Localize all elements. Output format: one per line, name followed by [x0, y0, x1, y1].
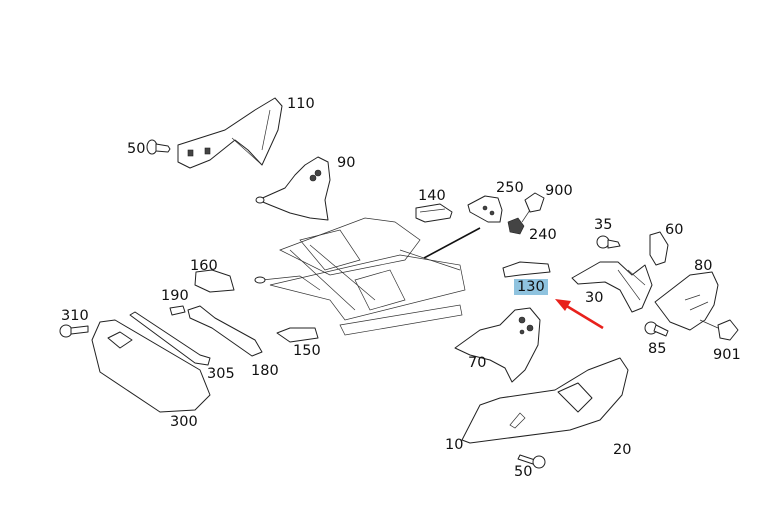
label-30[interactable]: 30: [585, 290, 604, 306]
label-110[interactable]: 110: [287, 96, 315, 112]
part-85-bolt[interactable]: [644, 321, 669, 337]
label-300[interactable]: 300: [170, 414, 198, 430]
pointer-arrow: [555, 299, 604, 330]
label-160[interactable]: 160: [190, 258, 218, 274]
part-310-bolt[interactable]: [59, 324, 89, 338]
label-310[interactable]: 310: [61, 308, 89, 324]
label-140[interactable]: 140: [418, 188, 446, 204]
label-60[interactable]: 60: [665, 222, 684, 238]
part-300[interactable]: [91, 319, 211, 413]
label-70[interactable]: 70: [468, 355, 487, 371]
label-50-bottom[interactable]: 50: [514, 464, 533, 480]
label-190[interactable]: 190: [161, 288, 189, 304]
part-110[interactable]: [177, 97, 283, 169]
part-seat-frame: [254, 217, 466, 336]
part-140[interactable]: [415, 203, 453, 223]
label-130-highlighted[interactable]: 130: [514, 279, 548, 295]
label-250[interactable]: 250: [496, 180, 524, 196]
part-180[interactable]: [187, 305, 263, 357]
label-85[interactable]: 85: [648, 341, 667, 357]
label-10[interactable]: 10: [445, 437, 464, 453]
part-60[interactable]: [649, 231, 669, 266]
part-130[interactable]: [502, 261, 551, 278]
label-900[interactable]: 900: [545, 183, 573, 199]
label-35[interactable]: 35: [594, 217, 613, 233]
part-901[interactable]: [699, 319, 739, 341]
label-50-top[interactable]: 50: [127, 141, 146, 157]
part-190[interactable]: [169, 305, 186, 316]
part-50-screw-top[interactable]: [146, 139, 171, 155]
part-10-20-side-trim[interactable]: [461, 357, 629, 444]
part-70[interactable]: [454, 307, 541, 383]
part-150[interactable]: [276, 327, 319, 343]
label-20[interactable]: 20: [613, 442, 632, 458]
part-250[interactable]: [467, 195, 503, 223]
part-900[interactable]: [521, 192, 545, 223]
part-35-bolt[interactable]: [596, 235, 621, 249]
part-90[interactable]: [255, 156, 331, 221]
label-305[interactable]: 305: [207, 366, 235, 382]
part-160[interactable]: [194, 269, 235, 293]
part-80[interactable]: [654, 271, 719, 331]
label-180[interactable]: 180: [251, 363, 279, 379]
part-305[interactable]: [129, 311, 211, 366]
label-150[interactable]: 150: [293, 343, 321, 359]
label-240[interactable]: 240: [529, 227, 557, 243]
part-30[interactable]: [571, 261, 653, 313]
label-80[interactable]: 80: [694, 258, 713, 274]
connector-line: [423, 227, 481, 259]
part-50-screw-bottom[interactable]: [517, 454, 546, 469]
label-901[interactable]: 901: [713, 347, 741, 363]
part-240[interactable]: [507, 217, 525, 235]
label-90[interactable]: 90: [337, 155, 356, 171]
